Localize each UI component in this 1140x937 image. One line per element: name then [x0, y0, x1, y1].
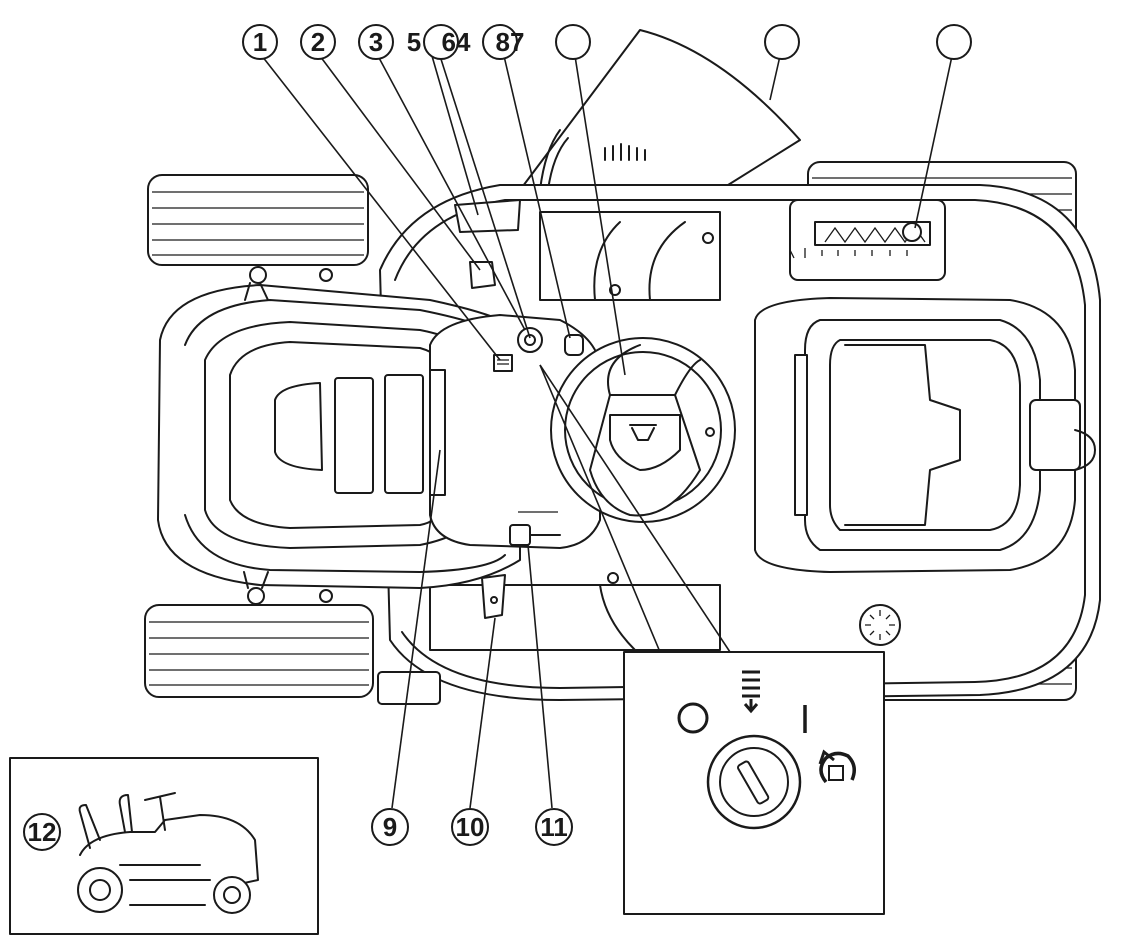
- callout-9: 9: [371, 808, 409, 846]
- callout-3-label: 3: [369, 27, 383, 57]
- callout-12: 12: [23, 813, 61, 851]
- side-view-inset: 12: [9, 757, 319, 935]
- callout-2: 2: [300, 24, 336, 60]
- callout-11-label: 11: [540, 812, 568, 842]
- leader-lines: [59, 55, 953, 871]
- control-11-lever: [509, 511, 561, 546]
- callout-blank-a: [555, 24, 591, 60]
- control-5-lever: [469, 261, 496, 289]
- callout-11: 11: [535, 808, 573, 846]
- callout-87: 87: [482, 24, 525, 60]
- front-axle-hardware: [243, 266, 333, 605]
- callout-1-label: 1: [253, 27, 267, 57]
- control-8-knob: [564, 334, 584, 356]
- control-3-ignition-small: [517, 327, 543, 353]
- riding-mower-side-view-icon: [77, 792, 259, 914]
- callout-10-label: 10: [456, 812, 485, 842]
- start-symbol-icon: [818, 749, 856, 784]
- callout-64: 64: [423, 24, 471, 60]
- control-10-pedal: [481, 574, 506, 619]
- callout-10: 10: [451, 808, 489, 846]
- callout-64-label: 64: [442, 27, 471, 57]
- ignition-detail-inset: [623, 651, 885, 915]
- callout-5: 5: [407, 27, 421, 57]
- steering-wheel: [550, 337, 736, 523]
- tire-front-left: [147, 174, 369, 266]
- callout-12-label: 12: [28, 817, 57, 847]
- rear-bumper-lower: [377, 671, 441, 705]
- callout-5-label: 5: [407, 27, 421, 57]
- ignition-key-switch-icon: [706, 734, 802, 830]
- control-6-lever: [454, 199, 521, 233]
- callout-87-label: 87: [496, 27, 525, 57]
- choke-symbol-icon: [742, 670, 760, 714]
- callout-2-label: 2: [311, 27, 325, 57]
- off-symbol-icon: [677, 702, 709, 734]
- callout-9-label: 9: [383, 812, 397, 842]
- callout-3: 3: [358, 24, 394, 60]
- tire-front-left-lower: [144, 604, 374, 698]
- callout-blank-c: [936, 24, 972, 60]
- seat: [754, 297, 1096, 573]
- callout-blank-b: [764, 24, 800, 60]
- hood: [157, 284, 601, 589]
- control-1-switch: [493, 354, 513, 372]
- callout-1: 1: [242, 24, 278, 60]
